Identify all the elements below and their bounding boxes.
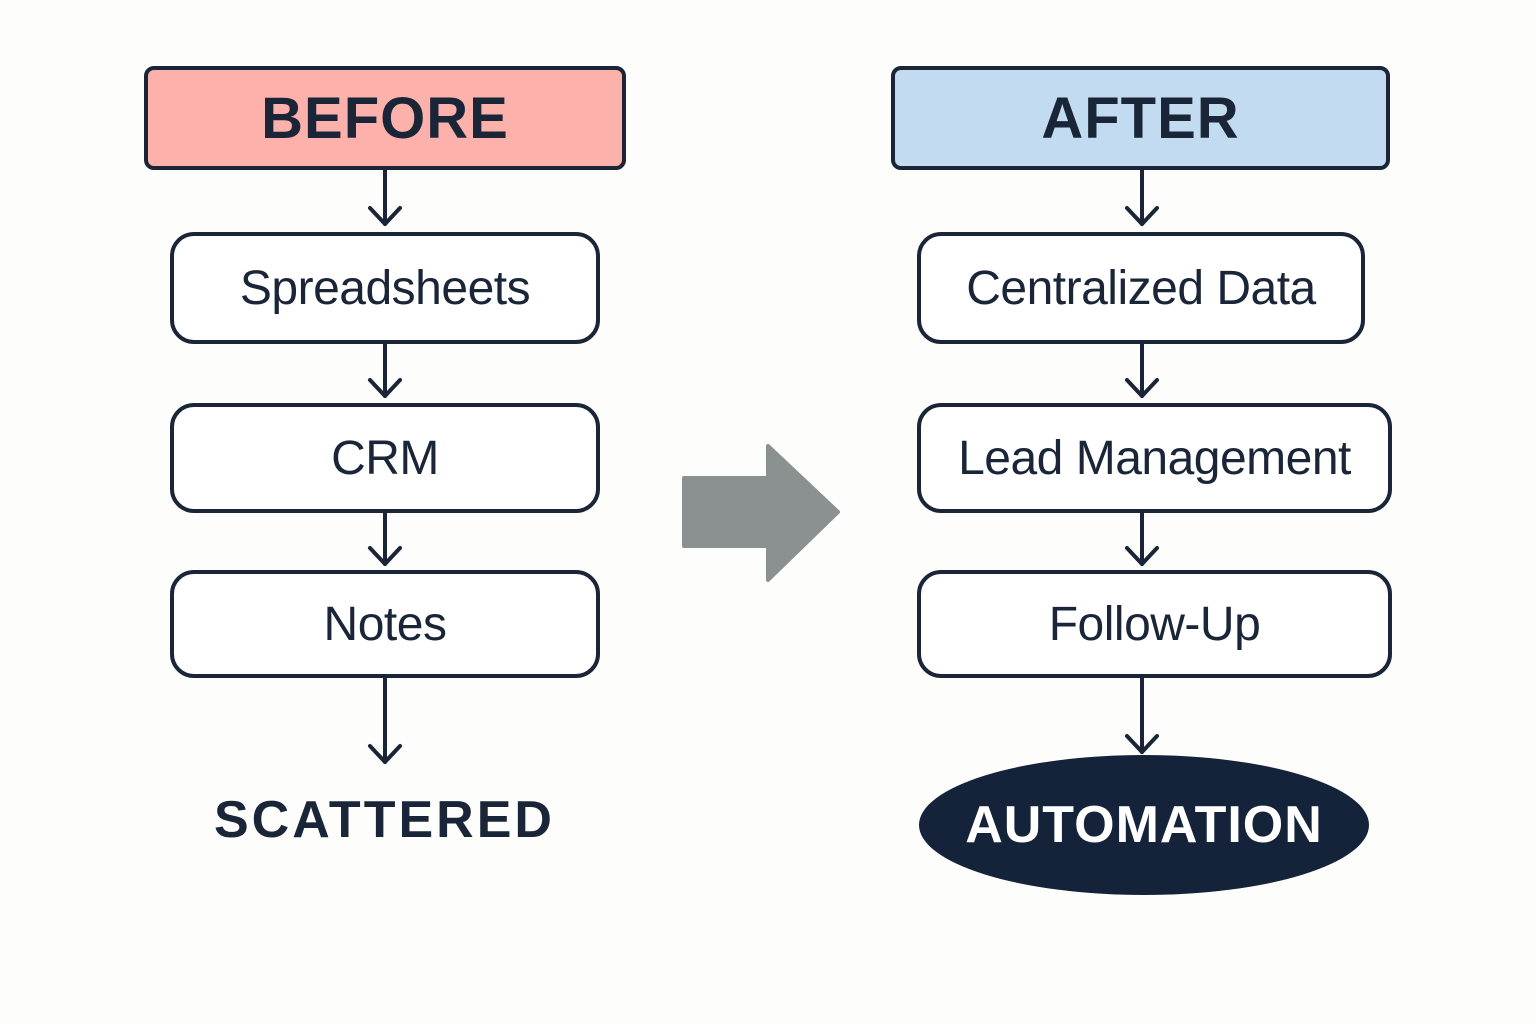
after-arrow-2 [1125, 342, 1159, 398]
after-step-centralized-data: Centralized Data [917, 232, 1365, 344]
before-arrow-1 [368, 168, 402, 226]
automation-ellipse: AUTOMATION [919, 755, 1369, 895]
after-step-lead-management: Lead Management [917, 403, 1392, 513]
before-header: BEFORE [144, 66, 626, 170]
before-step-spreadsheets: Spreadsheets [170, 232, 600, 344]
before-arrow-4 [368, 676, 402, 764]
before-arrow-2 [368, 342, 402, 398]
after-arrow-3 [1125, 511, 1159, 566]
before-step-crm: CRM [170, 403, 600, 513]
after-header: AFTER [891, 66, 1390, 170]
after-arrow-4 [1125, 676, 1159, 754]
after-arrow-1 [1125, 168, 1159, 226]
scattered-label: SCATTERED [214, 791, 555, 849]
before-arrow-3 [368, 511, 402, 566]
transition-arrow-icon [682, 444, 840, 582]
before-step-notes: Notes [170, 570, 600, 678]
after-step-follow-up: Follow-Up [917, 570, 1392, 678]
